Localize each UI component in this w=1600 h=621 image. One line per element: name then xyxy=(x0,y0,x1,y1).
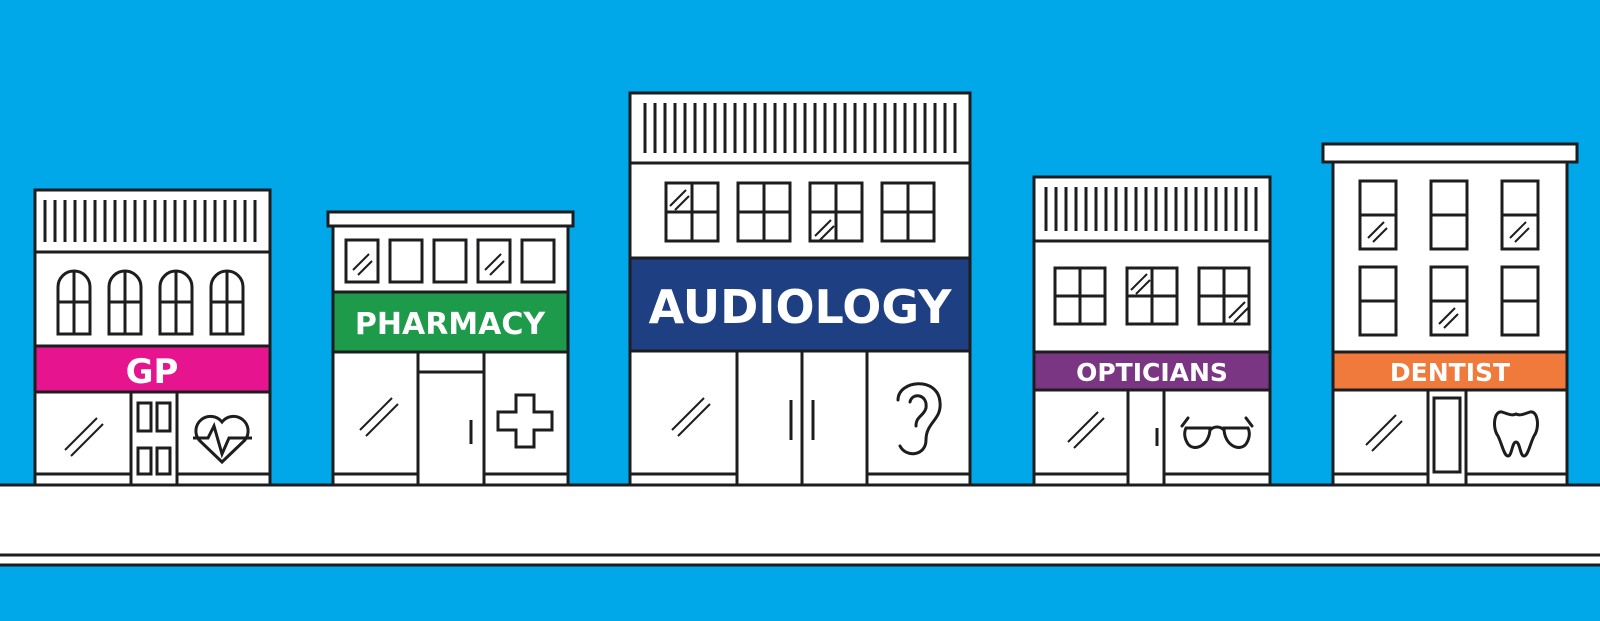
gp-arched-windows xyxy=(56,269,245,336)
pharmacy-windows xyxy=(344,238,556,284)
glass-reflection-icon xyxy=(359,397,399,437)
opticians-sign-board xyxy=(1032,350,1272,392)
pharmacy-door[interactable] xyxy=(416,370,486,487)
gp-roof-slats xyxy=(43,200,257,242)
dentist-sign-label: DENTIST xyxy=(1390,358,1510,387)
audiology-sign-label: AUDIOLOGY xyxy=(649,280,952,334)
gp-sign-label: GP xyxy=(126,352,179,392)
tooth-icon xyxy=(1493,410,1539,458)
dentist-sign-board xyxy=(1331,350,1569,392)
dentist-windows xyxy=(1358,179,1540,337)
ear-icon xyxy=(896,382,942,456)
glass-reflection-icon xyxy=(671,397,711,437)
cross-icon xyxy=(496,393,554,449)
gp-building: GP xyxy=(33,188,272,487)
glass-reflection-icon xyxy=(64,417,104,457)
opticians-sign-label: OPTICIANS xyxy=(1076,358,1228,387)
pharmacy-sign-label: PHARMACY xyxy=(355,307,547,342)
audiology-sign-board xyxy=(628,256,972,353)
audiology-building: AUDIOLOGY xyxy=(628,91,972,487)
opticians-building: OPTICIANS xyxy=(1032,175,1272,487)
pharmacy-sign-board xyxy=(331,290,570,354)
audiology-roof-slats xyxy=(643,103,957,153)
pharmacy-building: PHARMACY xyxy=(326,210,575,487)
glass-reflection-icon xyxy=(1067,411,1105,449)
gp-sign-board xyxy=(33,344,272,394)
glass-reflection-icon xyxy=(1365,414,1403,452)
opticians-windows xyxy=(1053,266,1251,326)
opticians-door[interactable] xyxy=(1126,388,1166,487)
heart-pulse-icon xyxy=(193,414,252,465)
glasses-icon xyxy=(1180,416,1254,449)
dentist-building: DENTIST xyxy=(1321,142,1579,487)
opticians-roof-slats xyxy=(1044,187,1258,231)
pavement xyxy=(0,483,1600,567)
